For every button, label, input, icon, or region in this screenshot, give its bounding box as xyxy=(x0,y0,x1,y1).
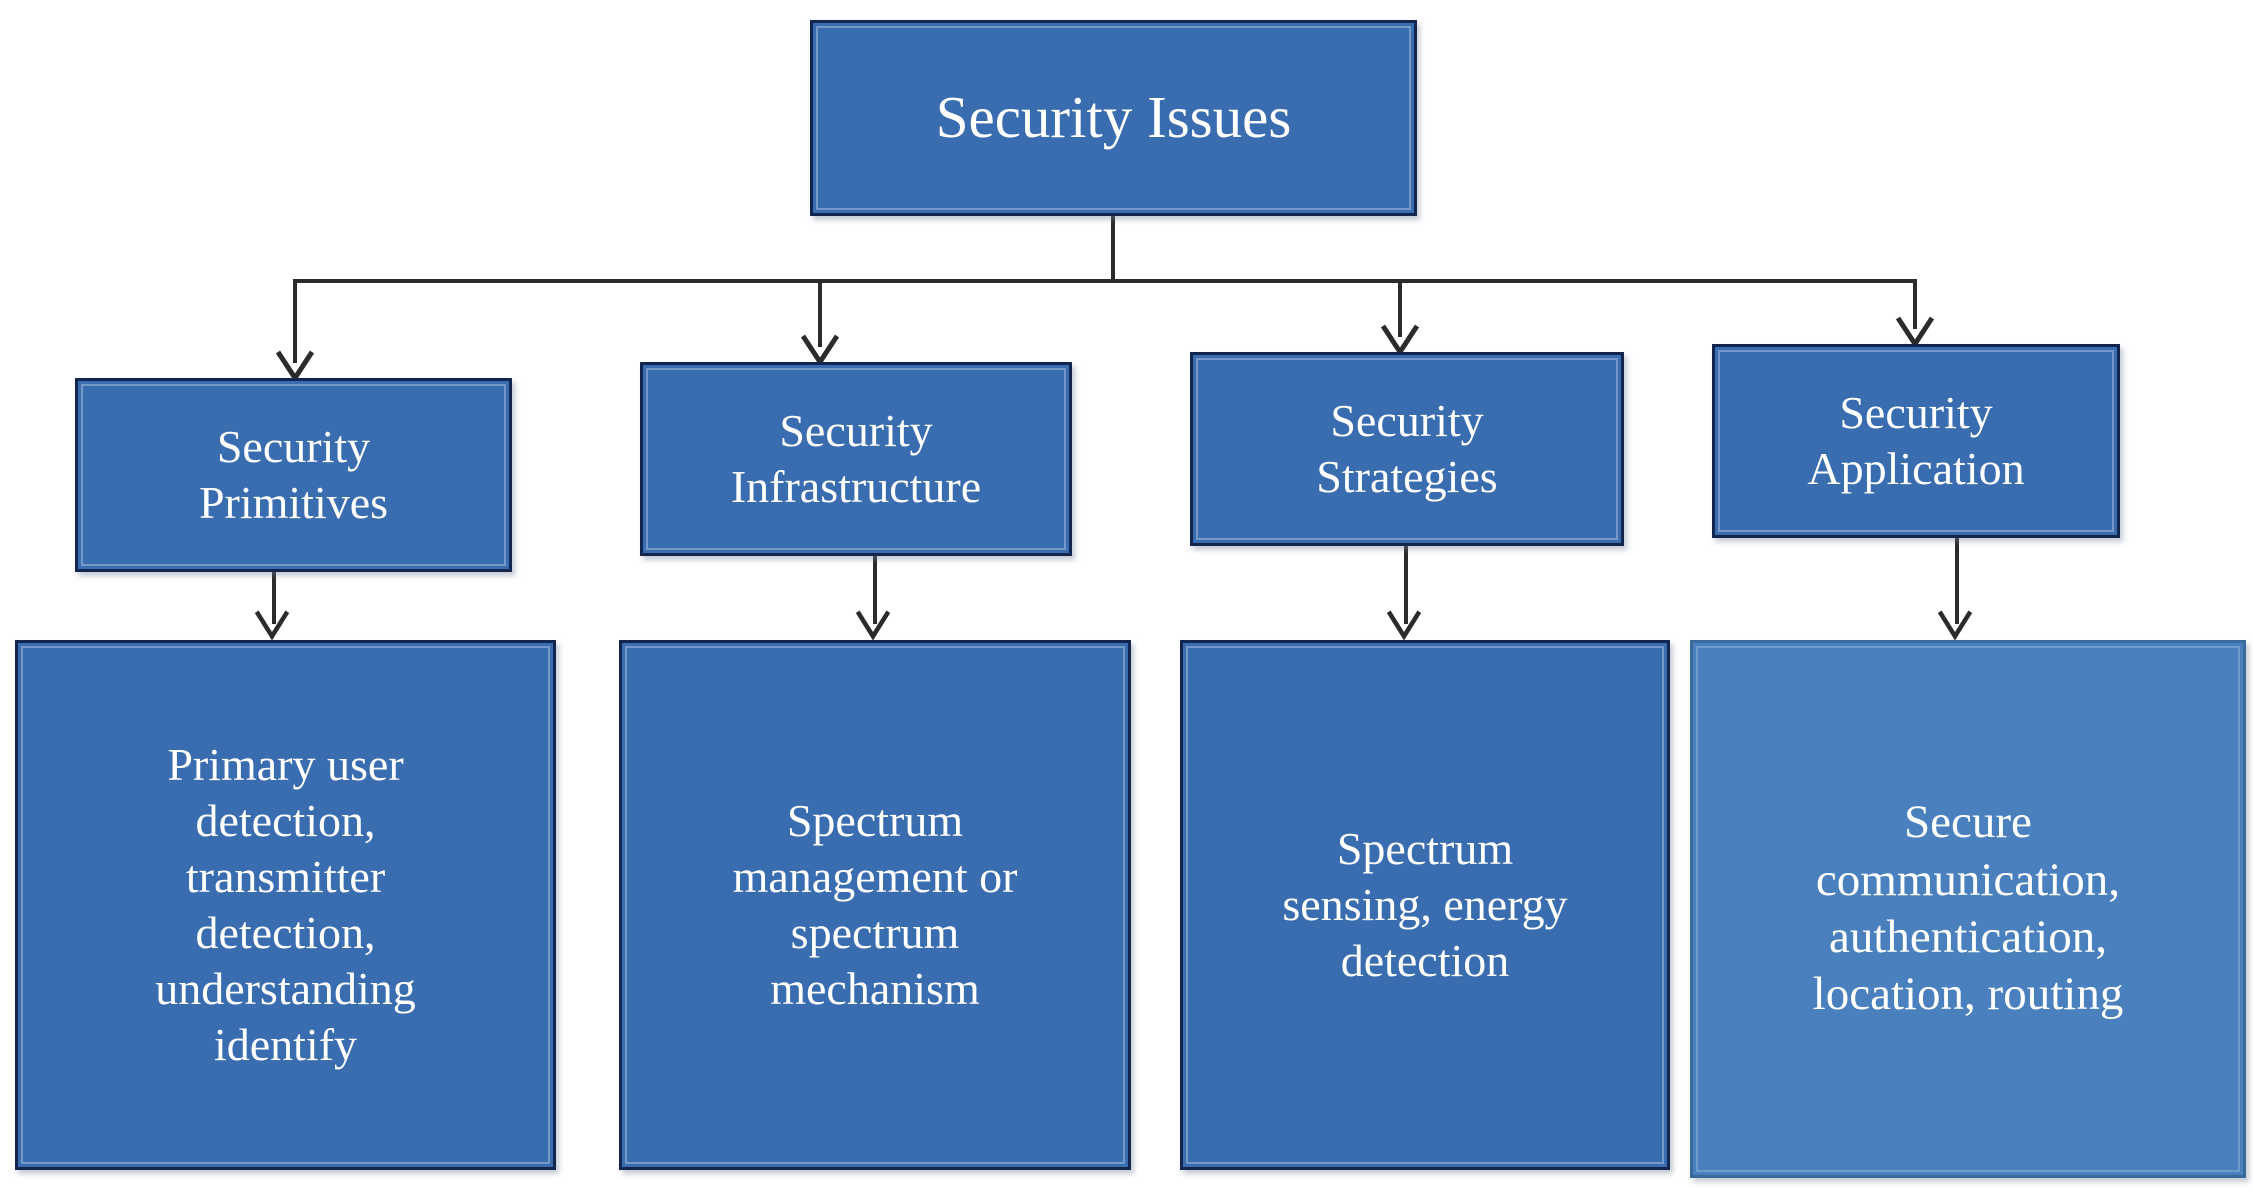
arrowhead-application-detail xyxy=(1937,608,1973,640)
node-security-application-label: Security Application xyxy=(1807,386,2025,494)
connector-application-to-detail xyxy=(1955,538,1959,624)
connector-root-trunk xyxy=(1111,216,1115,283)
node-application-detail[interactable]: Secure communication, authentication, lo… xyxy=(1690,640,2246,1178)
connector-infrastructure-to-detail xyxy=(873,556,877,624)
connector-drop-strategies xyxy=(1398,279,1402,337)
node-security-application[interactable]: Security Application xyxy=(1712,344,2120,538)
node-security-primitives[interactable]: Security Primitives xyxy=(75,378,512,572)
node-strategies-detail-label: Spectrum sensing, energy detection xyxy=(1282,822,1568,987)
connector-primitives-to-detail xyxy=(272,572,276,624)
node-primitives-detail[interactable]: Primary user detection, transmitter dete… xyxy=(15,640,556,1170)
connector-distribution-bar xyxy=(293,279,1917,283)
node-strategies-detail[interactable]: Spectrum sensing, energy detection xyxy=(1180,640,1670,1170)
node-security-primitives-label: Security Primitives xyxy=(198,420,389,528)
node-application-detail-label: Secure communication, authentication, lo… xyxy=(1812,796,2124,1021)
arrowhead-infrastructure-detail xyxy=(855,608,891,640)
node-security-issues[interactable]: Security Issues xyxy=(810,20,1417,216)
arrowhead-strategies xyxy=(1380,322,1420,356)
node-security-strategies-label: Security Strategies xyxy=(1316,394,1498,502)
arrowhead-strategies-detail xyxy=(1386,608,1422,640)
arrowhead-primitives-detail xyxy=(254,608,290,640)
node-security-infrastructure[interactable]: Security Infrastructure xyxy=(640,362,1072,556)
node-infrastructure-detail[interactable]: Spectrum management or spectrum mechanis… xyxy=(619,640,1131,1170)
connector-strategies-to-detail xyxy=(1404,546,1408,624)
connector-drop-infrastructure xyxy=(818,279,822,347)
arrowhead-application xyxy=(1895,314,1935,348)
node-security-infrastructure-label: Security Infrastructure xyxy=(730,404,982,512)
node-infrastructure-detail-label: Spectrum management or spectrum mechanis… xyxy=(732,794,1018,1015)
arrowhead-infrastructure xyxy=(800,332,840,366)
connector-drop-application xyxy=(1913,279,1917,329)
node-security-strategies[interactable]: Security Strategies xyxy=(1190,352,1624,546)
node-security-issues-label: Security Issues xyxy=(935,84,1292,151)
node-primitives-detail-label: Primary user detection, transmitter dete… xyxy=(155,738,416,1071)
connector-drop-primitives xyxy=(293,279,297,363)
arrowhead-primitives xyxy=(275,348,315,382)
